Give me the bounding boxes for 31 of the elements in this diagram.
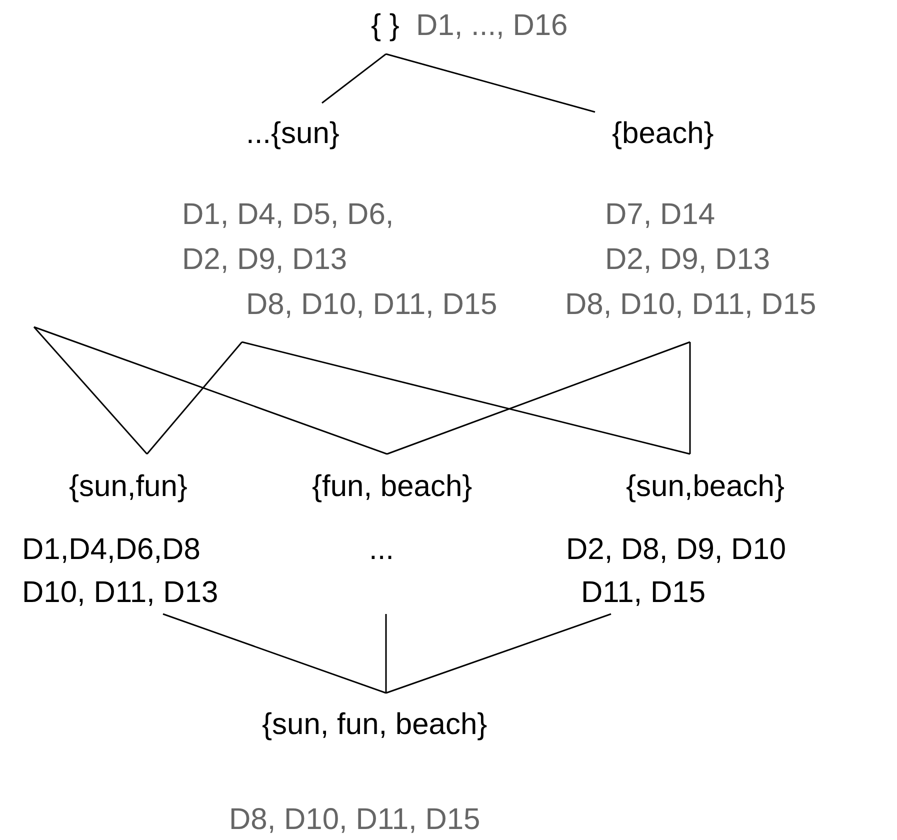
itemset-label: {beach}	[612, 117, 714, 151]
document-list: D1, ..., D16	[416, 9, 568, 43]
connector-line	[34, 326, 388, 455]
document-list: D1,D4,D6,D8	[22, 533, 200, 567]
connector-line	[386, 53, 596, 113]
document-list: D8, D10, D11, D15	[229, 803, 480, 837]
document-list: D11, D15	[581, 576, 706, 610]
document-list: D8, D10, D11, D15	[565, 288, 816, 322]
itemset-label: {sun, fun, beach}	[262, 708, 488, 742]
connector-line	[242, 341, 690, 455]
document-list: D1, D4, D5, D6,	[182, 198, 394, 232]
itemset-label: ...{sun}	[246, 117, 340, 151]
document-list: D2, D8, D9, D10	[566, 533, 786, 567]
itemset-label: { }	[371, 9, 400, 43]
connector-line	[33, 326, 148, 454]
connector-line	[386, 341, 690, 455]
document-list: D10, D11, D13	[22, 576, 218, 610]
connector-line	[385, 614, 387, 693]
document-list: ...	[369, 533, 394, 567]
connector-line	[386, 613, 612, 694]
document-list: D2, D9, D13	[605, 243, 770, 277]
document-list: D2, D9, D13	[182, 243, 348, 277]
connector-line	[689, 342, 691, 454]
itemset-label: {fun, beach}	[312, 470, 472, 504]
document-list: D7, D14	[605, 198, 716, 232]
itemset-label: {sun,beach}	[626, 470, 784, 504]
connector-line	[146, 342, 243, 454]
itemset-label: {sun,fun}	[69, 470, 188, 504]
document-list: D8, D10, D11, D15	[246, 288, 498, 322]
connector-line	[322, 53, 386, 104]
connector-line	[162, 613, 386, 694]
